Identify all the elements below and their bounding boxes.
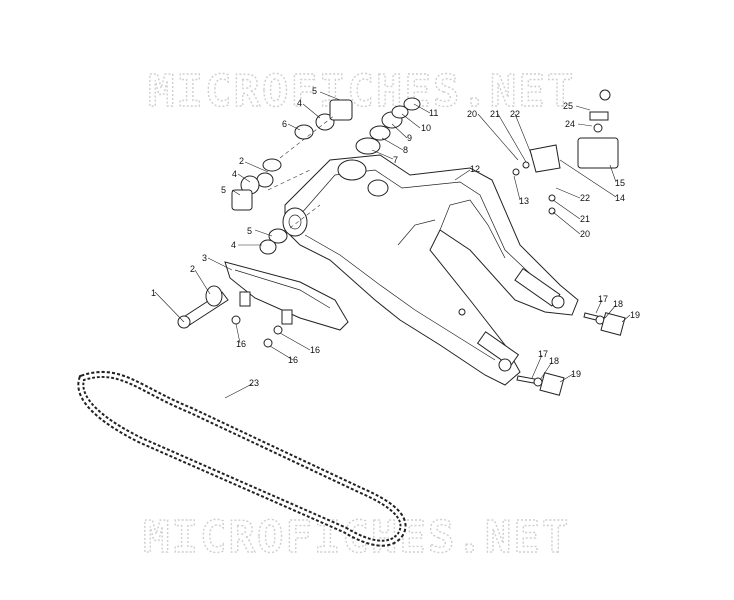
callout-labels: 1 2 2 3 4 4 4 5 5 5 6 7 8 9 10 11 12 13 … xyxy=(151,86,640,388)
callout-16-b: 16 xyxy=(310,345,320,355)
callout-22-lower: 22 xyxy=(580,193,590,203)
callout-10: 10 xyxy=(421,123,431,133)
callout-19-upper: 19 xyxy=(630,310,640,320)
callout-7: 7 xyxy=(393,155,398,165)
callout-17-lower: 17 xyxy=(538,349,548,359)
callout-24: 24 xyxy=(565,119,575,129)
chain-guard xyxy=(224,261,349,348)
leader-lines xyxy=(154,91,631,399)
callout-14: 14 xyxy=(615,193,625,203)
callout-4-left: 4 xyxy=(232,169,237,179)
swingarm xyxy=(282,154,579,386)
callout-21-top: 21 xyxy=(490,109,500,119)
pivot-bushings xyxy=(231,97,421,255)
callout-22-top: 22 xyxy=(510,109,520,119)
callout-21-lower: 21 xyxy=(580,214,590,224)
drive-chain xyxy=(77,370,407,547)
callout-25: 25 xyxy=(563,101,573,111)
callout-11: 11 xyxy=(429,108,438,118)
callout-16-a: 16 xyxy=(236,339,246,349)
callout-4-lower: 4 xyxy=(231,240,236,250)
callout-13: 13 xyxy=(519,196,529,206)
callout-4-top: 4 xyxy=(297,98,302,108)
callout-5-left: 5 xyxy=(221,185,226,195)
callout-20-top: 20 xyxy=(467,109,477,119)
chain-adjusters xyxy=(516,312,626,396)
callout-17-upper: 17 xyxy=(598,294,608,304)
callout-12: 12 xyxy=(470,164,480,174)
callout-5-lower: 5 xyxy=(247,226,252,236)
callout-2-bushing: 2 xyxy=(239,156,244,166)
watermark-top: MICROFICHES.NET xyxy=(148,66,575,117)
callout-2-bolt: 2 xyxy=(190,264,195,274)
callout-18-lower: 18 xyxy=(549,356,559,366)
callout-3: 3 xyxy=(202,253,207,263)
watermark-bottom: MICROFICHES.NET xyxy=(143,512,570,563)
callout-18-upper: 18 xyxy=(613,299,623,309)
callout-23: 23 xyxy=(249,378,259,388)
callout-15: 15 xyxy=(615,178,625,188)
pivot-bolt xyxy=(177,285,229,329)
callout-9: 9 xyxy=(407,133,412,143)
callout-1: 1 xyxy=(151,288,156,298)
sensor-bracket xyxy=(512,89,619,215)
callout-6: 6 xyxy=(282,119,287,129)
callout-20-lower: 20 xyxy=(580,229,590,239)
callout-19-lower: 19 xyxy=(571,369,581,379)
callout-8: 8 xyxy=(403,145,408,155)
callout-5-top: 5 xyxy=(312,86,317,96)
callout-16-c: 16 xyxy=(288,355,298,365)
